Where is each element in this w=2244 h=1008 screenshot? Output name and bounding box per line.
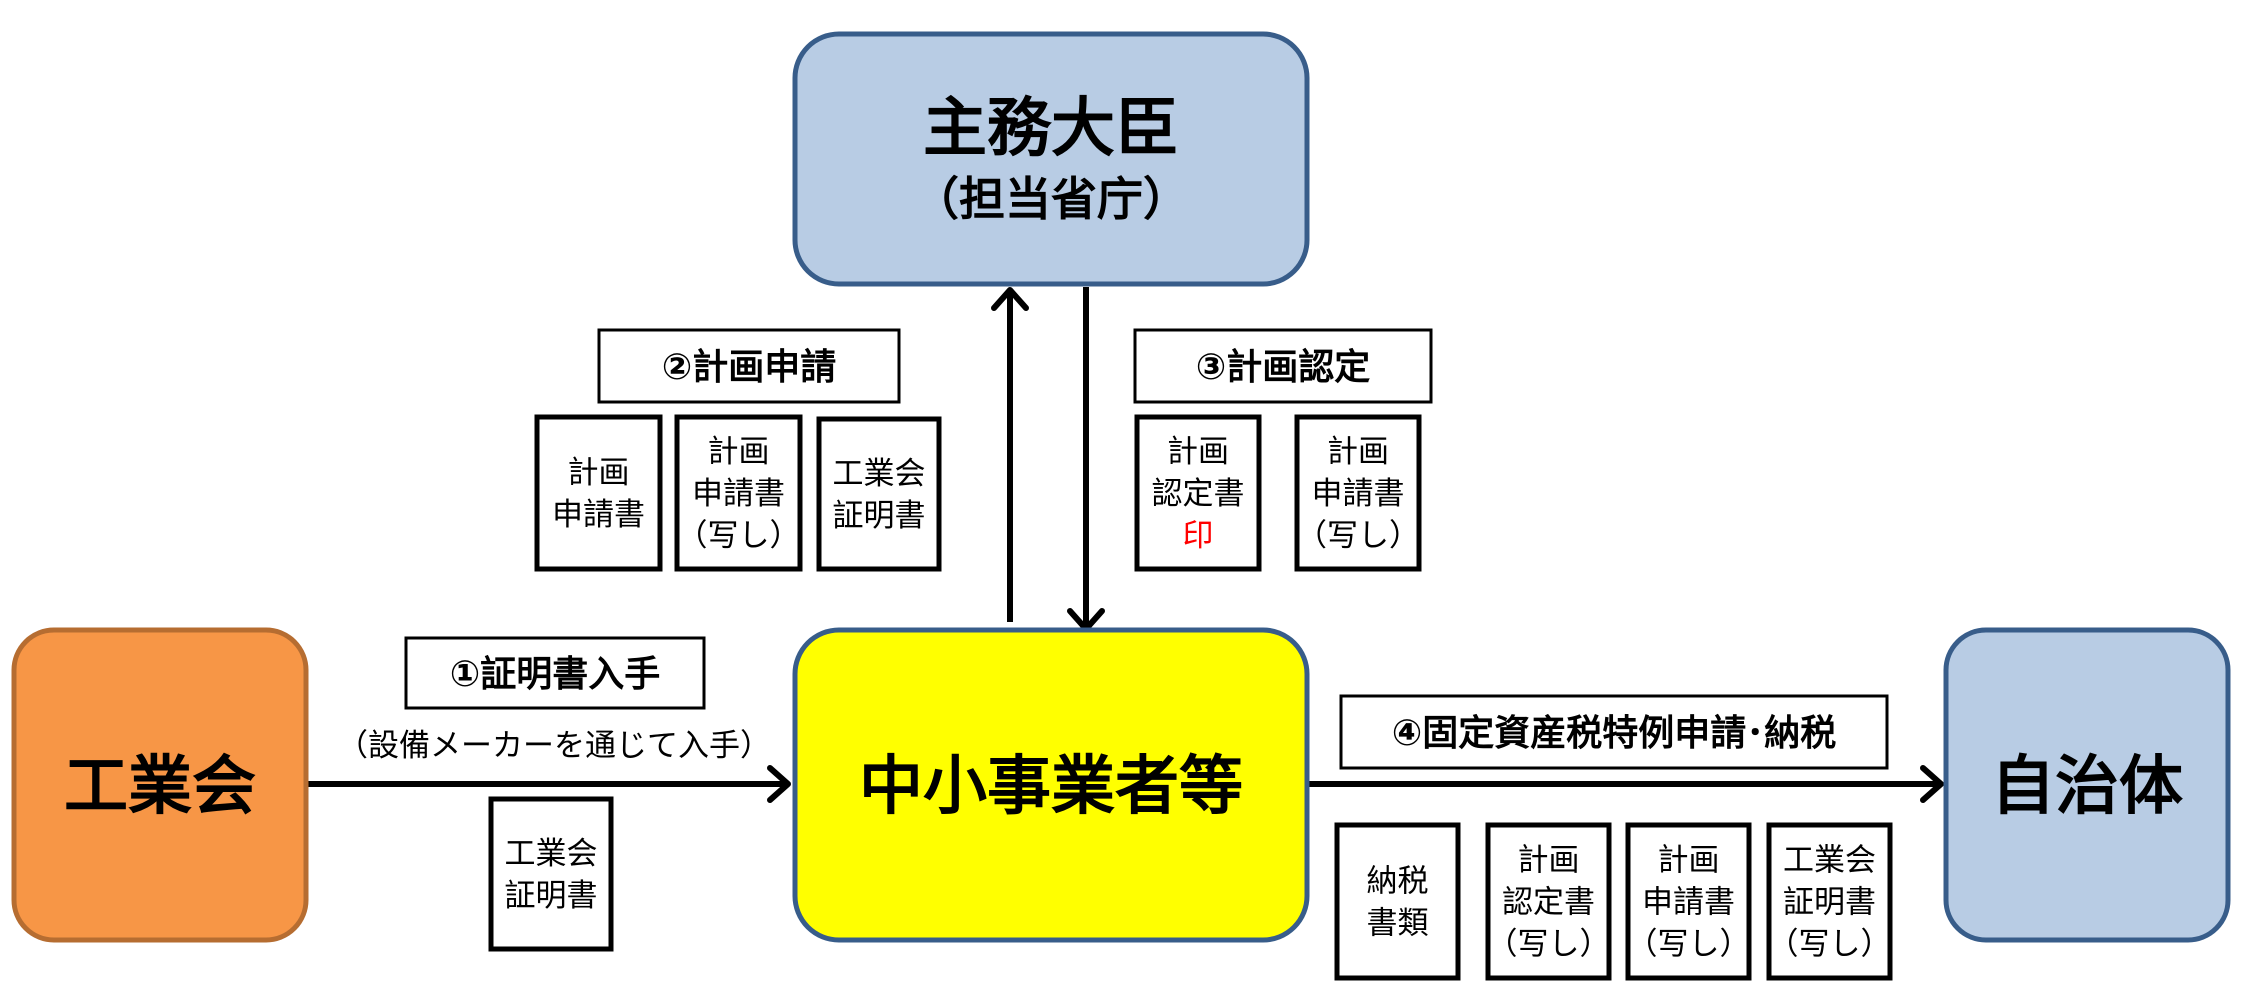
step2-label-text: ②計画申請 <box>662 347 836 388</box>
step3-label-text: ③計画認定 <box>1196 347 1370 388</box>
arrows <box>306 287 1944 803</box>
document-card-line: 計画 <box>1518 843 1580 879</box>
document-card-line: 計画 <box>1167 434 1229 470</box>
step1-note: （設備メーカーを通じて入手） <box>337 728 771 764</box>
document-card-line: 申請書 <box>1312 476 1405 512</box>
document-card-line: 申請書 <box>1642 885 1735 921</box>
document-card-line: 証明書 <box>1783 885 1876 921</box>
document-card-line: 工業会 <box>505 836 598 872</box>
document-card-frame <box>1766 822 1893 981</box>
document-card-line: 申請書 <box>692 476 785 512</box>
document-card-frame <box>816 416 942 572</box>
document-card-line: 申請書 <box>552 497 645 533</box>
node-municipality: 自治体 <box>1943 627 2231 943</box>
document-cards: 工業会証明書計画申請書計画申請書（写し）工業会証明書計画認定書印計画申請書（写し… <box>488 414 1893 981</box>
document-card-frame <box>1294 414 1422 572</box>
document-card-line: 計画 <box>568 455 630 491</box>
step2-label: ②計画申請 <box>597 328 901 404</box>
step1-label-text: ①証明書入手 <box>450 654 660 695</box>
node-minister: 主務大臣 （担当省庁） <box>792 31 1310 287</box>
document-card-line: 工業会 <box>1783 843 1876 879</box>
document-card-frame <box>1334 822 1461 981</box>
step1-label: ①証明書入手 <box>404 636 706 710</box>
document-card-frame <box>1625 822 1752 981</box>
document-card-line: 認定書 <box>1502 885 1595 921</box>
document-card-line: （写し） <box>1627 927 1751 963</box>
arrowhead-sme-to-minister <box>991 287 1029 311</box>
document-card-frame <box>534 414 663 572</box>
step3-label: ③計画認定 <box>1133 328 1433 404</box>
arrowhead-sme-to-municipality <box>1920 765 1944 803</box>
step4-label: ④固定資産税特例申請･納税 <box>1339 694 1889 770</box>
document-card-line: （写し） <box>1487 927 1611 963</box>
node-industry-association: 工業会 <box>11 627 309 943</box>
node-sme: 中小事業者等 <box>792 627 1310 943</box>
document-card-line: 計画 <box>708 434 770 470</box>
document-card-frame <box>1485 822 1612 981</box>
document-card-line: 工業会 <box>833 456 926 492</box>
document-card-line: 証明書 <box>833 498 926 534</box>
document-card-frame <box>1134 414 1262 572</box>
municipality-title: 自治体 <box>1991 750 2183 824</box>
document-card-line: 計画 <box>1327 434 1389 470</box>
document-card-line: 計画 <box>1658 843 1720 879</box>
industry-association-title: 工業会 <box>64 750 256 824</box>
document-card-line: （写し） <box>1768 927 1892 963</box>
document-card-line: 書類 <box>1367 906 1429 942</box>
sme-title: 中小事業者等 <box>859 750 1243 824</box>
step4-label-text: ④固定資産税特例申請･納税 <box>1392 713 1836 754</box>
document-card-line: 証明書 <box>505 878 598 914</box>
document-card-line: 認定書 <box>1152 476 1245 512</box>
minister-subtitle: （担当省庁） <box>913 172 1189 226</box>
document-card-line: 納税 <box>1367 864 1429 900</box>
document-card-line: （写し） <box>677 518 801 554</box>
document-card-line: （写し） <box>1296 518 1420 554</box>
document-card-stamp: 印 <box>1183 518 1214 554</box>
arrowhead-industry-to-sme <box>767 765 791 803</box>
document-card-frame <box>674 414 803 572</box>
document-card-frame <box>488 796 614 952</box>
minister-title: 主務大臣 <box>923 92 1179 166</box>
